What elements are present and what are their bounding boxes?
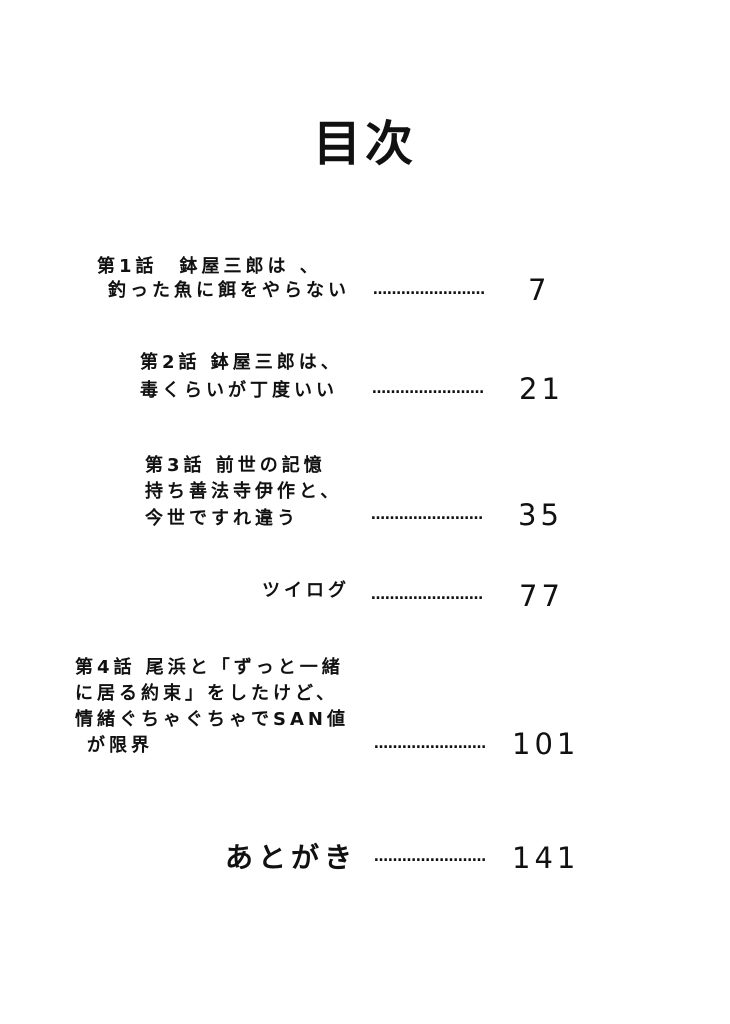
entry-title-line: 今世ですれ違う: [145, 508, 299, 529]
page-number: 77: [519, 579, 564, 613]
leader-dots: ……………………: [371, 507, 483, 523]
entry-title-line: 情緒ぐちゃぐちゃでSAN値: [75, 709, 349, 730]
entry-title-line: あとがき: [225, 841, 358, 874]
entry-title-line: 第3話 前世の記憶: [145, 455, 326, 476]
entry-title-line: 毒くらいが丁度いい: [140, 380, 338, 401]
entry-title-line: が限界: [87, 735, 153, 756]
page-title: 目次: [312, 116, 417, 172]
page-number: 7: [528, 273, 551, 307]
entry-title-line: 持ち善法寺伊作と、: [145, 481, 343, 502]
page-number: 35: [518, 498, 563, 532]
leader-dots: ……………………: [374, 736, 486, 752]
leader-dots: ……………………: [372, 381, 484, 397]
entry-title-line: 第1話 鉢屋三郎は 、: [97, 256, 322, 277]
page-number: 21: [519, 372, 564, 406]
entry-title-line: に居る約束」をしたけど、: [75, 683, 339, 704]
leader-dots: ……………………: [374, 849, 486, 865]
leader-dots: ……………………: [371, 587, 483, 603]
entry-title-line: 釣った魚に餌をやらない: [108, 280, 350, 301]
entry-title-line: 第2話 鉢屋三郎は、: [140, 352, 343, 373]
page-number: 141: [512, 841, 580, 875]
entry-title-line: 第4話 尾浜と「ずっと一緒: [75, 657, 344, 678]
leader-dots: ……………………: [373, 282, 485, 298]
entry-title-line: ツイログ: [262, 580, 350, 601]
page-number: 101: [512, 727, 580, 761]
